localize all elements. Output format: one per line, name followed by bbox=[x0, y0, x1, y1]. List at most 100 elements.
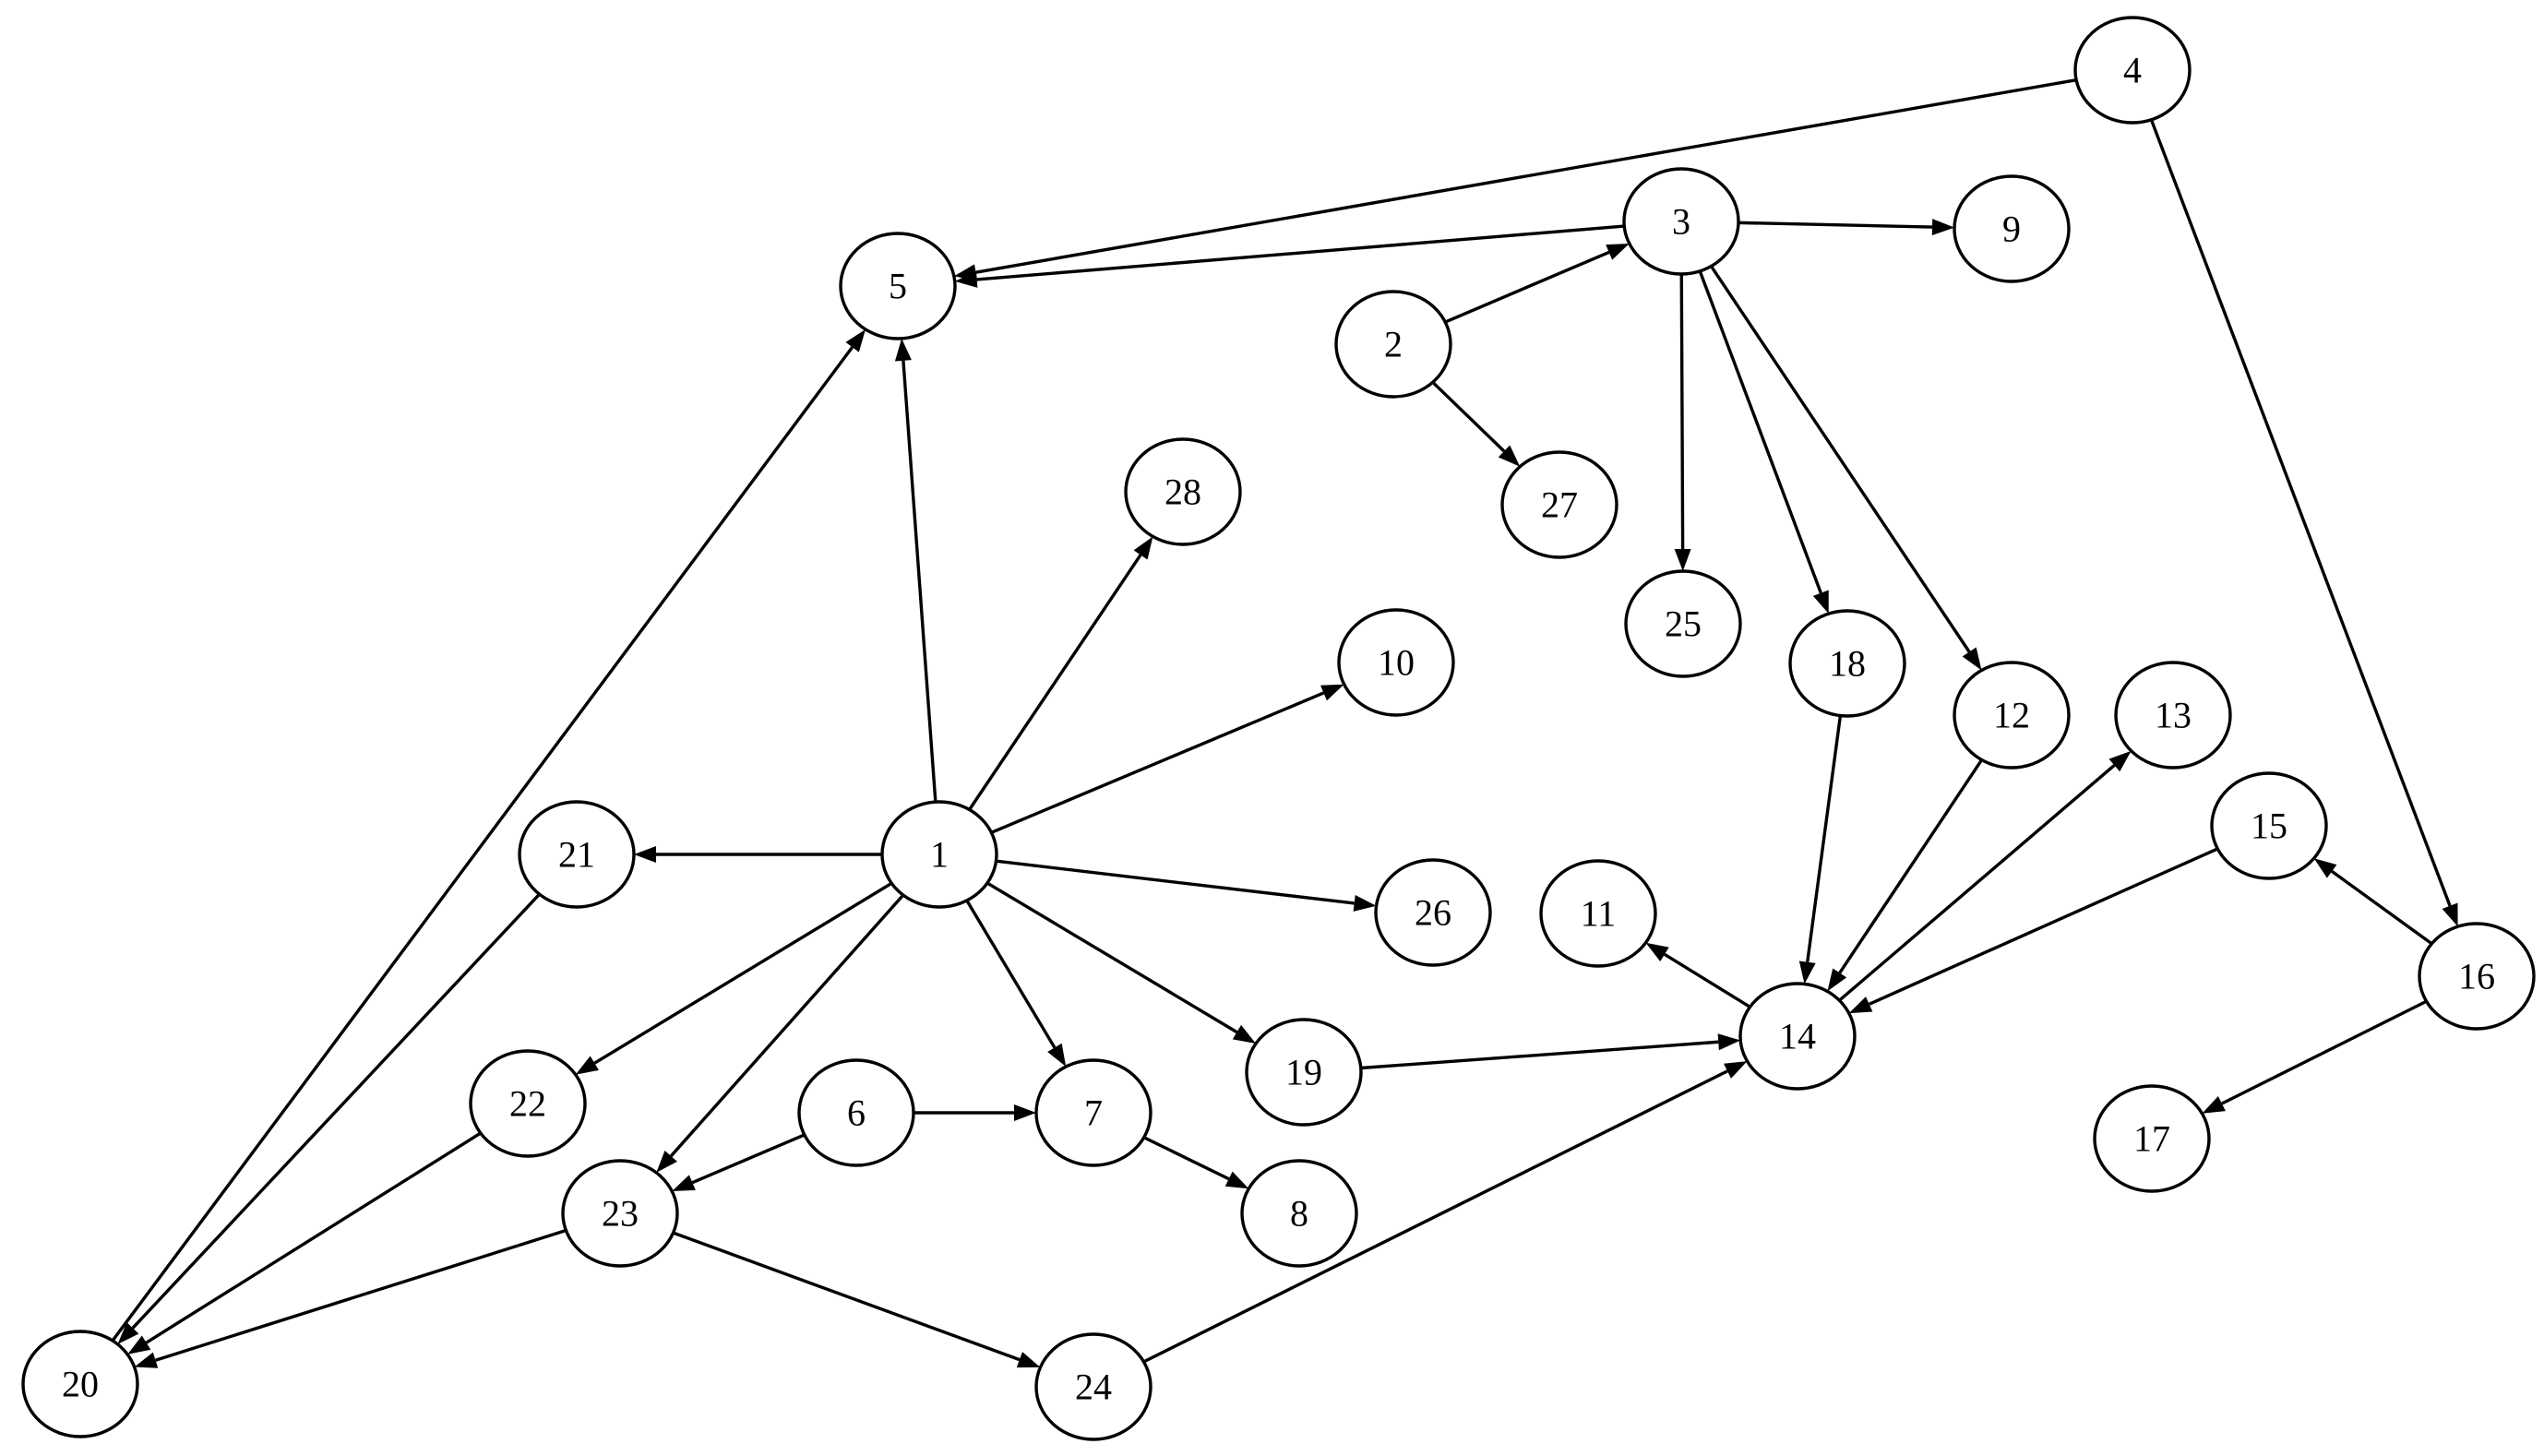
edge-1-to-26 bbox=[996, 859, 1377, 912]
node-label: 26 bbox=[1415, 892, 1451, 934]
edge-14-to-13 bbox=[1838, 750, 2132, 1002]
edge-16-to-17 bbox=[2202, 999, 2428, 1114]
node-circle bbox=[1953, 661, 2071, 770]
node-label: 10 bbox=[1378, 642, 1415, 684]
node-28: 28 bbox=[1124, 437, 1242, 546]
node-16: 16 bbox=[2418, 922, 2536, 1031]
node-circle bbox=[1500, 450, 1618, 559]
node-circle bbox=[2073, 16, 2192, 125]
node-label: 20 bbox=[62, 1364, 99, 1405]
arrowhead-icon bbox=[1723, 1061, 1748, 1079]
edge-1-to-22 bbox=[575, 881, 893, 1075]
edge-12-to-14 bbox=[1827, 758, 1984, 992]
arrowhead-icon bbox=[1674, 548, 1691, 572]
node-circle bbox=[1124, 437, 1242, 546]
edge-20-to-5 bbox=[111, 329, 866, 1342]
arrowhead-icon bbox=[1353, 895, 1377, 912]
edge-line bbox=[1142, 1136, 1230, 1181]
node-circle bbox=[469, 1049, 587, 1158]
node-circle bbox=[797, 1058, 915, 1167]
node-label: 18 bbox=[1829, 643, 1866, 685]
node-label: 28 bbox=[1165, 471, 1201, 513]
node-label: 27 bbox=[1541, 484, 1578, 526]
node-4: 4 bbox=[2073, 16, 2192, 125]
arrowhead-icon bbox=[127, 1335, 151, 1355]
node-circle bbox=[561, 1159, 679, 1268]
edge-line bbox=[1838, 764, 2116, 1002]
edge-line bbox=[1679, 273, 1685, 550]
edge-line bbox=[976, 224, 1625, 281]
arrowhead-icon bbox=[1848, 997, 1873, 1014]
node-circle bbox=[1245, 1018, 1363, 1127]
edge-23-to-24 bbox=[673, 1231, 1041, 1368]
arrowhead-icon bbox=[1645, 942, 1669, 961]
node-circle bbox=[1788, 609, 1906, 718]
edge-14-to-11 bbox=[1645, 942, 1751, 1008]
arrowhead-icon bbox=[634, 846, 656, 863]
edge-line bbox=[1431, 381, 1506, 453]
node-label: 13 bbox=[2155, 695, 2192, 736]
arrowhead-icon bbox=[1232, 1024, 1257, 1044]
node-circle bbox=[2418, 922, 2536, 1031]
edge-line bbox=[1710, 265, 1971, 653]
edge-7-to-8 bbox=[1142, 1136, 1249, 1189]
node-circle bbox=[1539, 859, 1657, 968]
edge-line bbox=[990, 691, 1325, 834]
node-label: 11 bbox=[1581, 893, 1617, 935]
edge-6-to-7 bbox=[914, 1104, 1036, 1121]
edge-1-to-7 bbox=[965, 900, 1067, 1068]
node-3: 3 bbox=[1622, 167, 1740, 276]
edge-18-to-14 bbox=[1798, 715, 1843, 985]
node-circle bbox=[21, 1330, 139, 1438]
edge-line bbox=[965, 900, 1057, 1049]
arrowhead-icon bbox=[656, 1150, 677, 1173]
edge-line bbox=[669, 893, 905, 1158]
node-15: 15 bbox=[2210, 771, 2328, 880]
node-17: 17 bbox=[2093, 1084, 2211, 1193]
edge-1-to-5 bbox=[894, 338, 938, 803]
edge-15-to-14 bbox=[1848, 847, 2218, 1014]
arrowhead-icon bbox=[2108, 750, 2132, 772]
node-label: 23 bbox=[602, 1193, 639, 1235]
edge-3-to-18 bbox=[1698, 270, 1829, 615]
node-label: 25 bbox=[1665, 603, 1702, 645]
arrowhead-icon bbox=[2313, 858, 2337, 878]
node-circle bbox=[1738, 982, 1857, 1091]
edge-line bbox=[131, 893, 541, 1330]
node-label: 7 bbox=[1084, 1092, 1103, 1134]
arrowhead-icon bbox=[575, 1056, 599, 1075]
edge-23-to-20 bbox=[134, 1228, 567, 1368]
edge-line bbox=[1142, 1069, 1728, 1364]
edge-3-to-5 bbox=[954, 224, 1625, 288]
node-10: 10 bbox=[1337, 608, 1455, 717]
node-5: 5 bbox=[839, 232, 957, 340]
arrowhead-icon bbox=[1498, 445, 1521, 467]
node-circle bbox=[880, 800, 998, 909]
node-9: 9 bbox=[1953, 174, 2071, 283]
arrowhead-icon bbox=[1962, 647, 1982, 671]
node-label: 2 bbox=[1384, 324, 1403, 365]
node-label: 15 bbox=[2251, 806, 2287, 847]
node-label: 1 bbox=[930, 834, 949, 876]
arrowhead-icon bbox=[1224, 1171, 1249, 1189]
edge-19-to-14 bbox=[1360, 1033, 1741, 1070]
arrowhead-icon bbox=[1931, 219, 1955, 236]
node-circle bbox=[1034, 1332, 1153, 1441]
edge-line bbox=[1698, 270, 1822, 594]
node-circle bbox=[1622, 167, 1740, 276]
node-21: 21 bbox=[518, 800, 636, 909]
node-circle bbox=[2210, 771, 2328, 880]
node-7: 7 bbox=[1034, 1058, 1153, 1167]
edge-1-to-10 bbox=[990, 684, 1344, 834]
edge-3-to-9 bbox=[1738, 219, 1955, 236]
edge-line bbox=[2331, 869, 2433, 946]
arrowhead-icon bbox=[1014, 1104, 1036, 1121]
edge-1-to-23 bbox=[656, 893, 905, 1173]
node-25: 25 bbox=[1624, 569, 1742, 678]
arrowhead-icon bbox=[1606, 243, 1630, 260]
edge-line bbox=[996, 859, 1355, 905]
arrowhead-icon bbox=[2202, 1095, 2226, 1114]
edge-line bbox=[2149, 119, 2452, 907]
node-label: 12 bbox=[1993, 695, 2030, 736]
